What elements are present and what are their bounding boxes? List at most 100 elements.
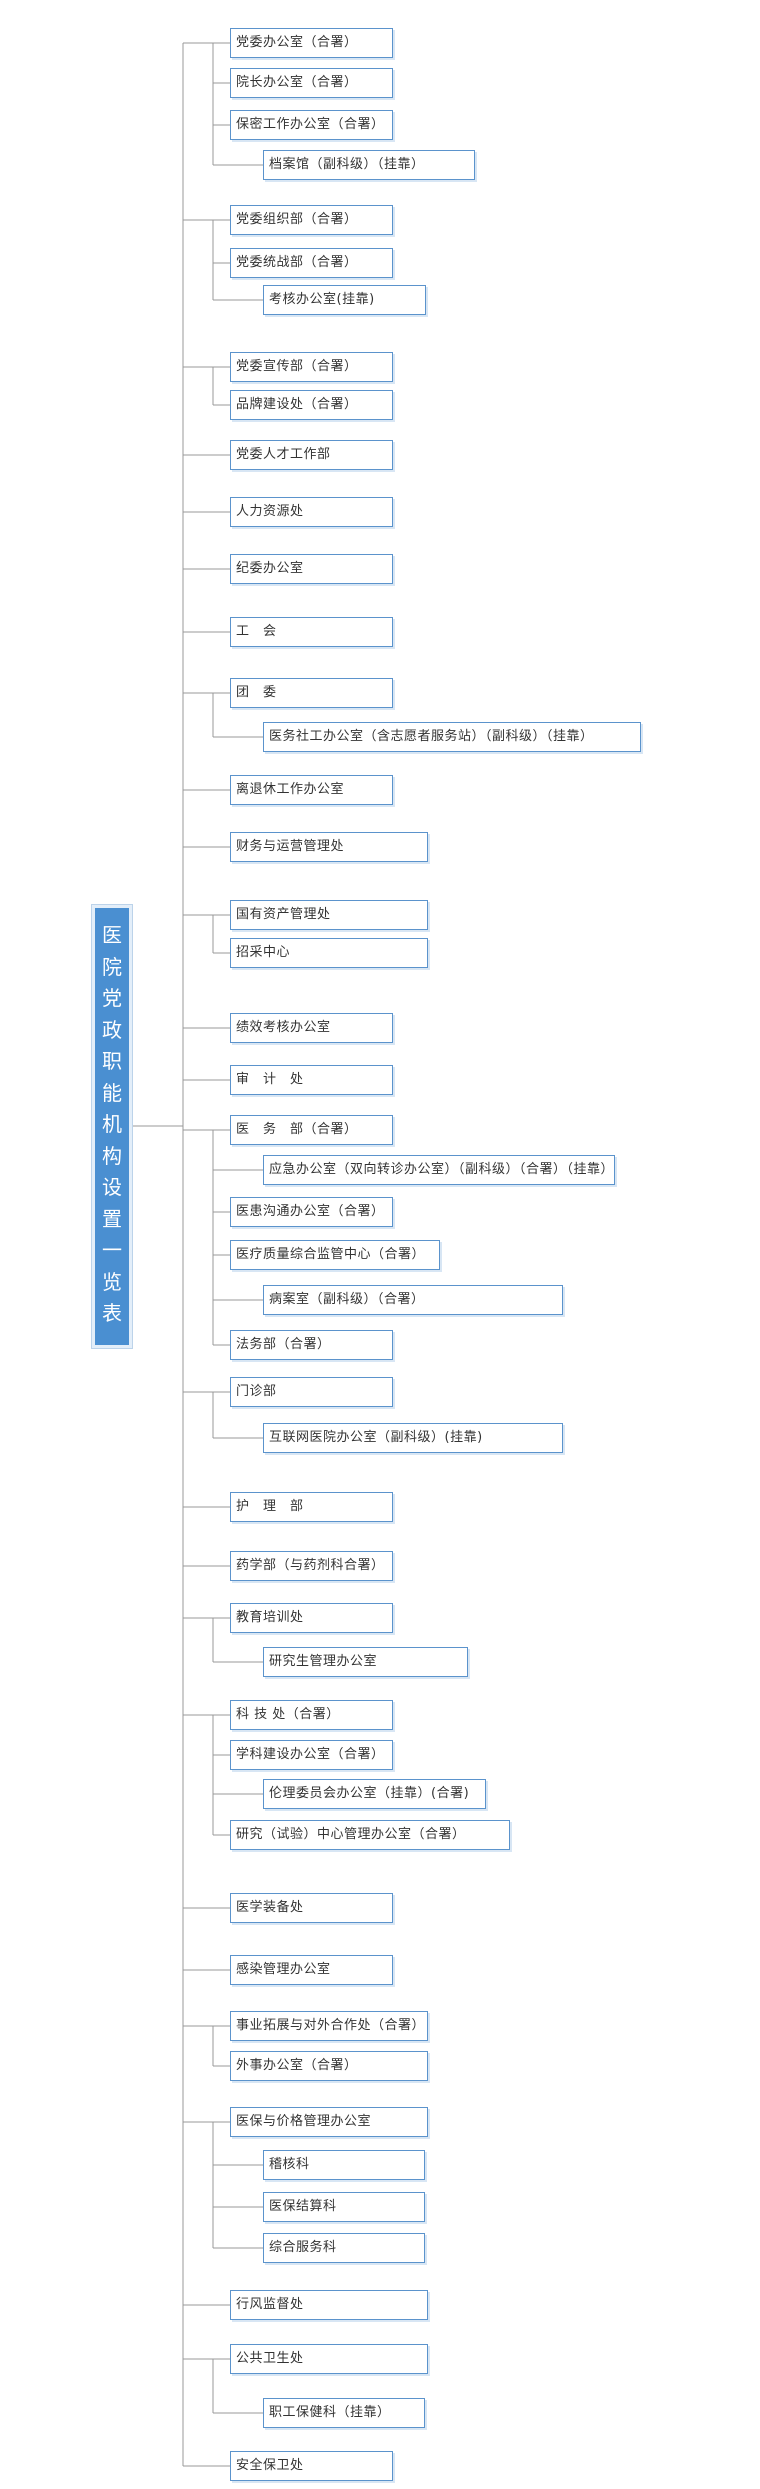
org-unit-box: 行风监督处 bbox=[230, 2290, 428, 2320]
org-unit-box: 党委办公室（合署） bbox=[230, 28, 393, 58]
org-unit-box: 医学装备处 bbox=[230, 1893, 393, 1923]
org-unit-label: 医保结算科 bbox=[269, 2199, 337, 2214]
org-unit-box: 护 理 部 bbox=[230, 1492, 393, 1522]
org-unit-label: 保密工作办公室（合署） bbox=[236, 117, 385, 132]
org-unit-label: 感染管理办公室 bbox=[236, 1962, 331, 1977]
org-unit-label: 药学部（与药剂科合署） bbox=[236, 1558, 385, 1573]
title-char: 置 bbox=[102, 1206, 122, 1231]
org-unit-label: 公共卫生处 bbox=[236, 2351, 304, 2366]
org-unit-label: 离退休工作办公室 bbox=[236, 782, 345, 797]
org-unit-box: 财务与运营管理处 bbox=[230, 832, 428, 862]
title-char: 医 bbox=[102, 923, 122, 947]
org-unit-box: 病案室（副科级）（合署） bbox=[263, 1285, 563, 1315]
org-unit-box: 保密工作办公室（合署） bbox=[230, 110, 393, 140]
org-unit-label: 纪委办公室 bbox=[236, 561, 304, 576]
org-unit-box: 纪委办公室 bbox=[230, 554, 393, 584]
org-unit-label: 党委办公室（合署） bbox=[236, 35, 358, 50]
org-unit-label: 财务与运营管理处 bbox=[236, 839, 345, 854]
org-unit-box: 绩效考核办公室 bbox=[230, 1013, 393, 1043]
org-unit-label: 考核办公室(挂靠) bbox=[269, 292, 375, 307]
org-unit-box: 审 计 处 bbox=[230, 1065, 393, 1095]
org-unit-box: 门诊部 bbox=[230, 1377, 393, 1407]
org-unit-label: 医 务 部（合署） bbox=[236, 1122, 358, 1137]
org-unit-label: 职工保健科（挂靠） bbox=[269, 2405, 391, 2420]
org-unit-label: 研究生管理办公室 bbox=[269, 1654, 378, 1669]
org-unit-box: 国有资产管理处 bbox=[230, 900, 428, 930]
org-unit-label: 伦理委员会办公室（挂靠）(合署) bbox=[269, 1786, 470, 1801]
org-unit-label: 档案馆（副科级）（挂靠） bbox=[269, 157, 425, 172]
org-unit-box: 团 委 bbox=[230, 678, 393, 708]
org-unit-label: 医患沟通办公室（合署） bbox=[236, 1204, 385, 1219]
org-unit-box: 事业拓展与对外合作处（合署） bbox=[230, 2011, 428, 2041]
org-unit-box: 医疗质量综合监管中心（合署） bbox=[230, 1240, 440, 1270]
title-char: 院 bbox=[102, 954, 122, 979]
org-unit-box: 离退休工作办公室 bbox=[230, 775, 393, 805]
org-unit-label: 医疗质量综合监管中心（合署） bbox=[236, 1247, 426, 1262]
org-unit-box: 药学部（与药剂科合署） bbox=[230, 1551, 393, 1581]
org-unit-label: 教育培训处 bbox=[236, 1610, 304, 1625]
org-unit-label: 国有资产管理处 bbox=[236, 907, 331, 922]
org-unit-label: 品牌建设处（合署） bbox=[236, 397, 358, 412]
org-unit-box: 人力资源处 bbox=[230, 497, 393, 527]
org-unit-label: 学科建设办公室（合署） bbox=[236, 1747, 385, 1762]
org-unit-label: 病案室（副科级）（合署） bbox=[269, 1292, 425, 1307]
org-unit-box: 感染管理办公室 bbox=[230, 1955, 393, 1985]
title-char: 党 bbox=[102, 986, 122, 1010]
org-unit-box: 品牌建设处（合署） bbox=[230, 390, 393, 420]
org-unit-box: 考核办公室(挂靠) bbox=[263, 285, 426, 315]
org-unit-box: 党委宣传部（合署） bbox=[230, 352, 393, 382]
org-unit-box: 学科建设办公室（合署） bbox=[230, 1740, 393, 1770]
org-unit-box: 院长办公室（合署） bbox=[230, 68, 393, 98]
org-unit-box: 研究（试验）中心管理办公室（合署） bbox=[230, 1820, 510, 1850]
org-unit-box: 综合服务科 bbox=[263, 2233, 425, 2263]
org-unit-label: 团 委 bbox=[236, 685, 277, 700]
org-unit-box: 工 会 bbox=[230, 617, 393, 647]
title-char: 职 bbox=[102, 1049, 122, 1073]
title-char: 机 bbox=[102, 1112, 122, 1136]
org-unit-box: 公共卫生处 bbox=[230, 2344, 428, 2374]
title-char: 能 bbox=[102, 1080, 122, 1105]
org-unit-label: 行风监督处 bbox=[236, 2297, 304, 2312]
org-unit-label: 稽核科 bbox=[269, 2157, 310, 2172]
org-unit-label: 医学装备处 bbox=[236, 1900, 304, 1915]
org-unit-box: 医务社工办公室（含志愿者服务站）（副科级）（挂靠） bbox=[263, 722, 641, 752]
org-unit-box: 教育培训处 bbox=[230, 1603, 393, 1633]
org-unit-label: 安全保卫处 bbox=[236, 2458, 304, 2473]
title-char: 一 bbox=[102, 1238, 122, 1262]
org-unit-box: 党委组织部（合署） bbox=[230, 205, 393, 235]
title-char: 表 bbox=[102, 1301, 122, 1325]
org-unit-label: 人力资源处 bbox=[236, 504, 304, 519]
org-unit-box: 安全保卫处 bbox=[230, 2451, 393, 2481]
org-unit-label: 招采中心 bbox=[236, 945, 291, 960]
org-unit-label: 互联网医院办公室（副科级）(挂靠) bbox=[269, 1430, 483, 1445]
org-unit-label: 法务部（合署） bbox=[236, 1337, 331, 1352]
org-unit-label: 院长办公室（合署） bbox=[236, 75, 358, 90]
org-unit-label: 综合服务科 bbox=[269, 2240, 337, 2255]
org-unit-box: 医保与价格管理办公室 bbox=[230, 2107, 428, 2137]
org-unit-label: 医保与价格管理办公室 bbox=[236, 2114, 372, 2129]
title-char: 览 bbox=[102, 1269, 122, 1294]
org-unit-box: 研究生管理办公室 bbox=[263, 1647, 468, 1677]
org-unit-label: 外事办公室（合署） bbox=[236, 2058, 358, 2073]
org-unit-label: 党委统战部（合署） bbox=[236, 255, 358, 270]
org-unit-label: 绩效考核办公室 bbox=[236, 1020, 331, 1035]
org-unit-label: 研究（试验）中心管理办公室（合署） bbox=[236, 1827, 466, 1842]
org-unit-box: 党委人才工作部 bbox=[230, 440, 393, 470]
org-unit-label: 科 技 处（合署） bbox=[236, 1707, 340, 1722]
org-unit-box: 科 技 处（合署） bbox=[230, 1700, 393, 1730]
org-unit-box: 伦理委员会办公室（挂靠）(合署) bbox=[263, 1779, 486, 1809]
org-unit-label: 事业拓展与对外合作处（合署） bbox=[236, 2018, 426, 2033]
org-unit-box: 医患沟通办公室（合署） bbox=[230, 1197, 393, 1227]
org-unit-label: 审 计 处 bbox=[236, 1072, 304, 1087]
org-unit-box: 党委统战部（合署） bbox=[230, 248, 393, 278]
org-unit-label: 工 会 bbox=[236, 624, 277, 639]
org-unit-label: 门诊部 bbox=[236, 1384, 277, 1399]
org-unit-box: 档案馆（副科级）（挂靠） bbox=[263, 150, 475, 180]
title-char: 政 bbox=[102, 1017, 122, 1042]
title-char: 构 bbox=[102, 1143, 122, 1168]
org-unit-box: 稽核科 bbox=[263, 2150, 425, 2180]
title-char: 设 bbox=[102, 1175, 122, 1199]
org-unit-label: 护 理 部 bbox=[236, 1499, 304, 1514]
org-unit-box: 医 务 部（合署） bbox=[230, 1115, 393, 1145]
